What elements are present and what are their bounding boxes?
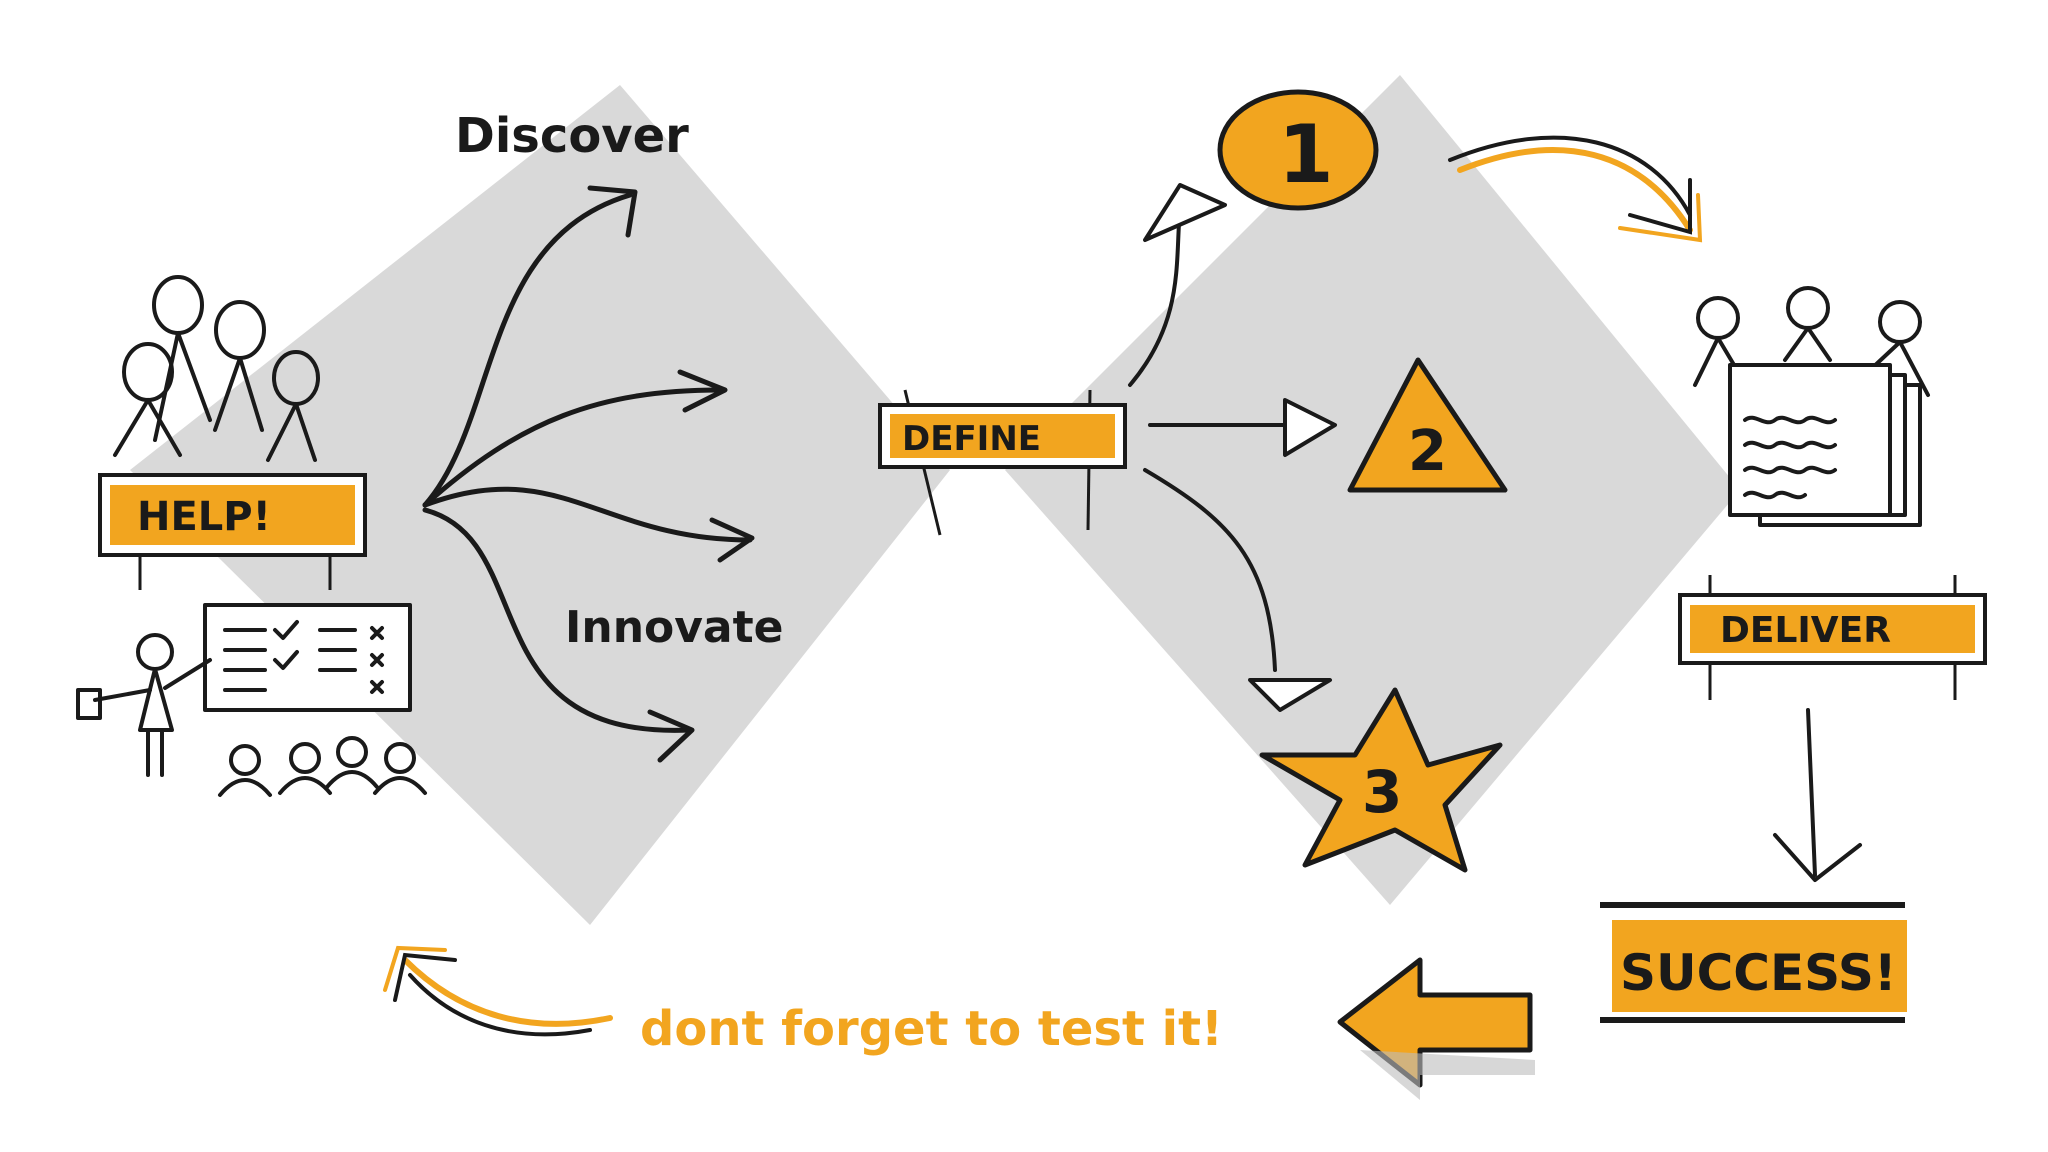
- test-note: dont forget to test it!: [640, 1001, 1223, 1057]
- option-one-label: 1: [1278, 108, 1334, 201]
- arrow-down: [422, 507, 693, 733]
- success-sign: SUCCESS!: [1600, 902, 1907, 1023]
- discover-arrows: [422, 185, 755, 763]
- to-success-arrow: [1773, 708, 1862, 882]
- arrow-low-head: [709, 517, 755, 563]
- arrow-down-head: [647, 709, 695, 763]
- loop-back-arrow: [383, 945, 613, 1037]
- arrow-up-head: [587, 185, 638, 238]
- arrow-low: [422, 486, 753, 543]
- option-two-label: 2: [1408, 419, 1447, 484]
- arrow-up: [422, 192, 633, 508]
- help-label: HELP!: [137, 494, 271, 540]
- to-deliver-arrow: [1448, 135, 1703, 243]
- audience-icon: [218, 736, 427, 797]
- people-group-icon: [113, 275, 320, 462]
- define-label: DEFINE: [902, 419, 1041, 459]
- discover-label: Discover: [455, 108, 689, 164]
- back-arrow-icon: [1337, 957, 1535, 1100]
- discover-diamond: [130, 85, 950, 925]
- presenter-board-icon: [76, 603, 412, 777]
- team-documents-icon: [1693, 286, 1930, 527]
- deliver-label: DELIVER: [1720, 610, 1891, 651]
- arrow-mid: [422, 387, 723, 508]
- option-three: 3: [1259, 687, 1503, 873]
- deliver-sign: DELIVER: [1678, 575, 1987, 700]
- help-sign: HELP!: [98, 473, 367, 590]
- option-one: 1: [1217, 89, 1379, 211]
- define-arrows: [1128, 183, 1337, 712]
- define-sign: DEFINE: [878, 389, 1127, 536]
- success-label: SUCCESS!: [1620, 944, 1897, 1002]
- innovate-label: Innovate: [565, 602, 784, 653]
- option-two: 2: [1347, 357, 1508, 493]
- option-three-label: 3: [1362, 758, 1402, 826]
- arrow-mid-head: [677, 369, 728, 413]
